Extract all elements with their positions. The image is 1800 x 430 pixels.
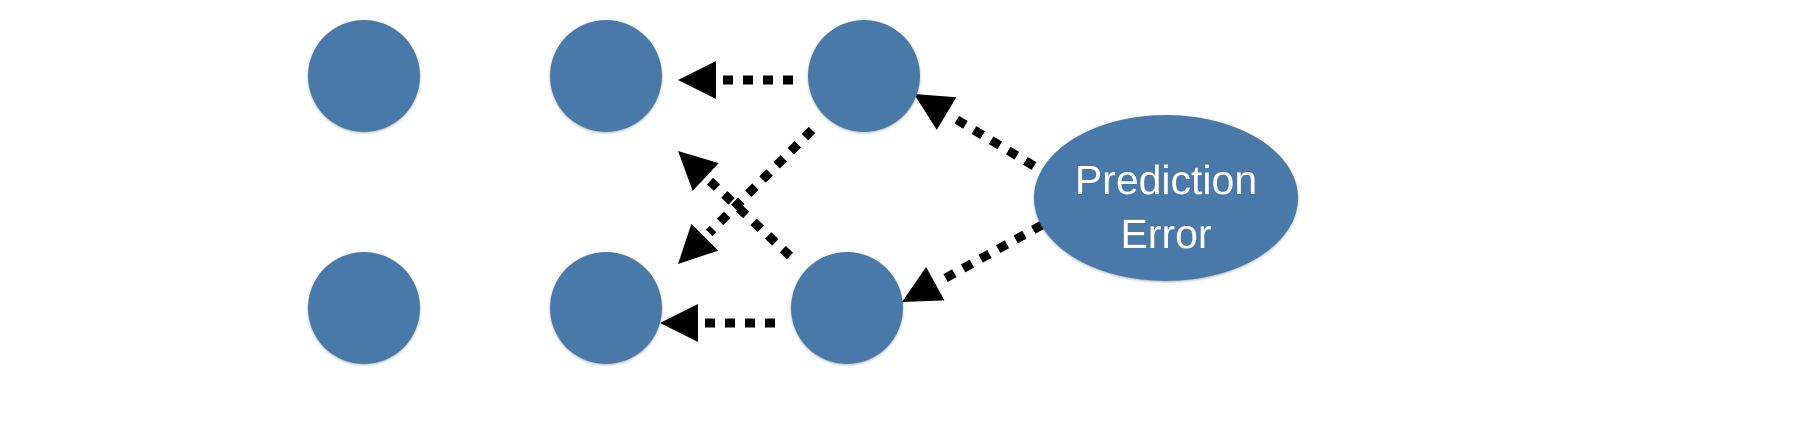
node-bottom-left [308, 252, 420, 364]
arrow-shaft [705, 126, 816, 237]
arrow-bottom-right-to-top-middle [678, 151, 794, 260]
arrow-head [678, 223, 719, 264]
prediction-error-ellipse [1034, 115, 1298, 281]
arrow-shaft [949, 112, 1037, 170]
node-bottom-middle [550, 252, 662, 364]
node-top-left [308, 20, 420, 132]
prediction-error-label-line-2: Error [1120, 211, 1211, 257]
arrow-top-right-to-top-middle [678, 61, 793, 99]
arrow-bottom-right-to-bottom-middle [660, 304, 775, 342]
arrow-head [678, 61, 716, 99]
node-top-middle [550, 20, 662, 132]
nodes [308, 20, 920, 364]
arrow-head [660, 304, 698, 342]
node-top-right [808, 20, 920, 132]
arrow-prediction-error-to-top-right [914, 94, 1037, 170]
arrow-head [914, 94, 957, 130]
arrow-top-right-to-bottom-middle [678, 126, 816, 264]
prediction-error-label-line-1: Prediction [1075, 157, 1257, 203]
prediction-error-node: Prediction Error [1034, 115, 1298, 281]
arrow-head [678, 151, 719, 191]
arrow-prediction-error-to-bottom-right [902, 221, 1045, 302]
arrow-head [902, 267, 945, 302]
node-bottom-right [791, 252, 903, 364]
edges [660, 61, 1045, 342]
arrow-shaft [938, 221, 1045, 285]
